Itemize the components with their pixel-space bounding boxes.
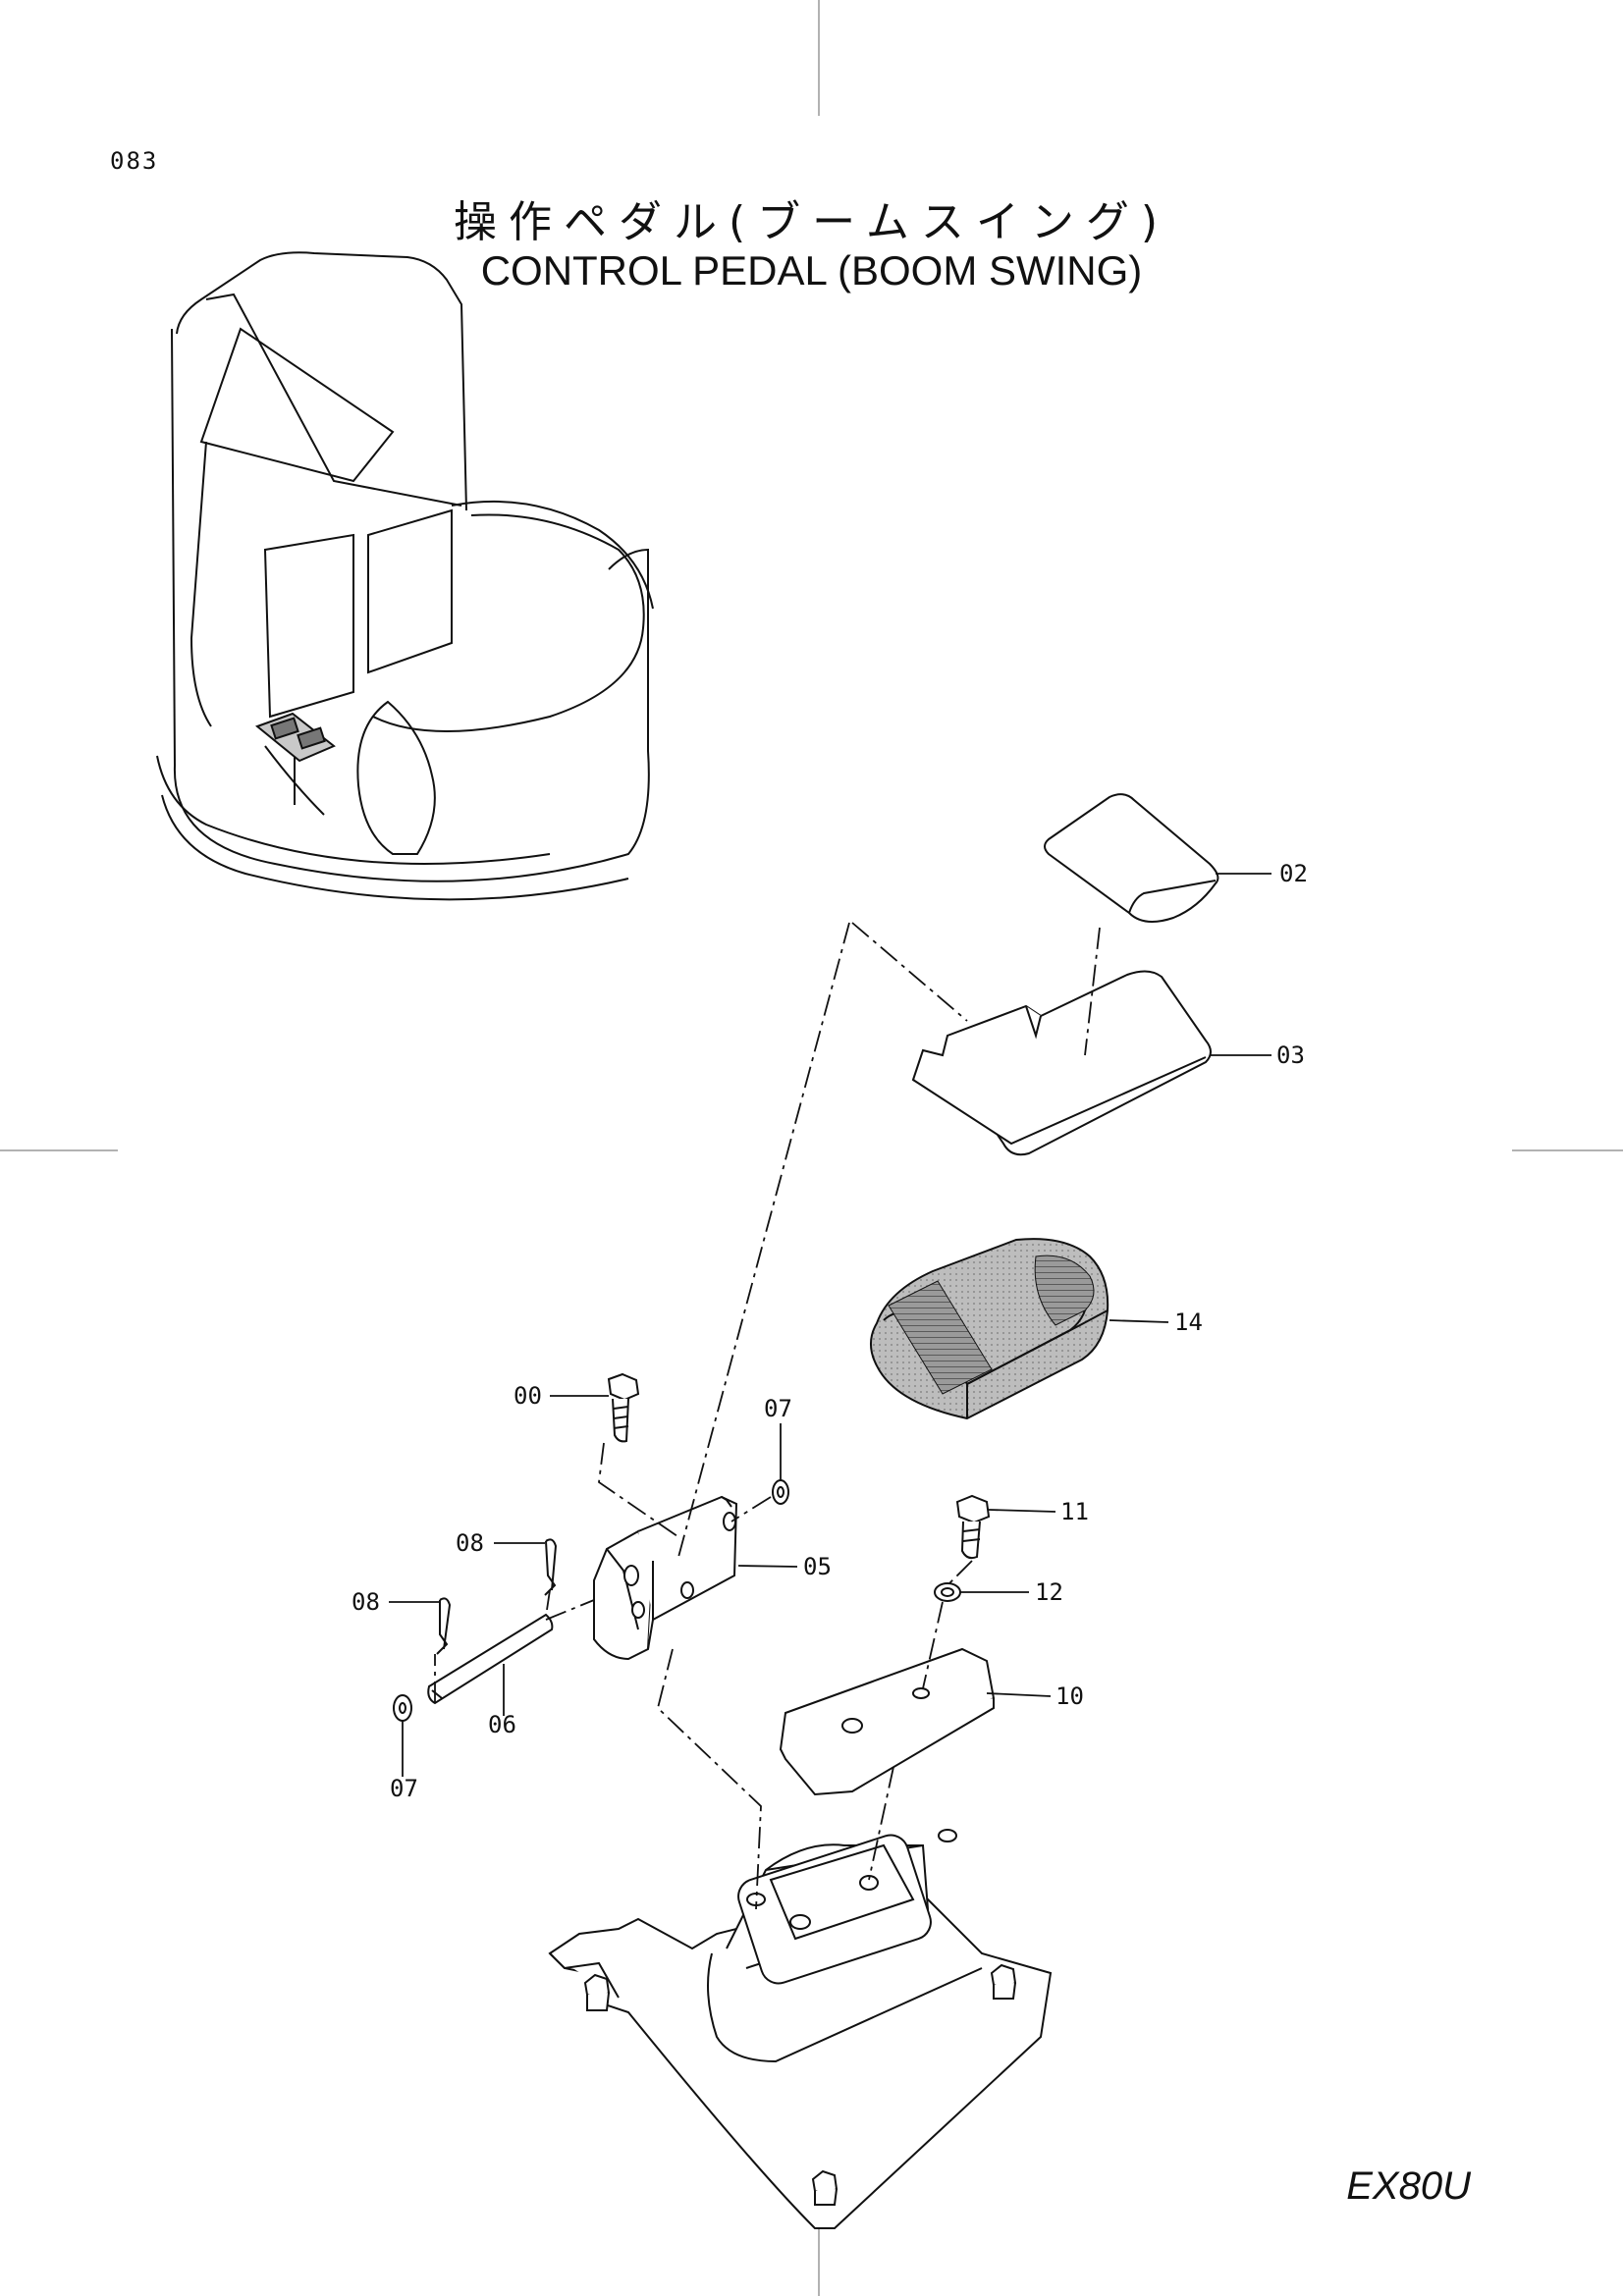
bolt	[955, 1494, 991, 1560]
callout-02: 02	[1279, 860, 1308, 887]
snap-pin	[544, 1538, 558, 1596]
page-number: 083	[110, 147, 159, 175]
pedal-pad	[1044, 793, 1219, 923]
washer	[934, 1582, 961, 1602]
title-japanese: 操作ペダル(ブームスイング)	[453, 197, 1169, 247]
callout-11: 11	[1060, 1498, 1089, 1525]
callout-10: 10	[1055, 1682, 1084, 1710]
callout-07-upper: 07	[764, 1395, 792, 1422]
callout-08-upper: 08	[456, 1529, 484, 1557]
rubber-cover	[870, 1238, 1109, 1420]
base-bolt	[811, 2169, 839, 2206]
excavator-overview	[156, 251, 654, 901]
callout-14: 14	[1174, 1308, 1203, 1336]
model-name: EX80U	[1346, 2164, 1471, 2208]
bolt	[607, 1372, 640, 1443]
title-english: CONTROL PEDAL (BOOM SWING)	[480, 247, 1143, 294]
snap-pin	[436, 1597, 452, 1655]
valve-base	[548, 1829, 1053, 2229]
callout-12: 12	[1035, 1578, 1063, 1606]
pedal-plate	[911, 970, 1212, 1156]
callout-00: 00	[514, 1382, 542, 1410]
base-bolt	[990, 1963, 1017, 2000]
bracket	[593, 1495, 738, 1661]
callout-06: 06	[488, 1711, 516, 1738]
base-bolt	[583, 1973, 611, 2011]
washer	[772, 1479, 789, 1505]
center-lines	[434, 922, 1101, 1910]
washer	[393, 1694, 412, 1722]
callout-08-lower: 08	[352, 1588, 380, 1616]
callout-07-lower: 07	[390, 1775, 418, 1802]
callout-03: 03	[1276, 1041, 1305, 1069]
plate	[779, 1647, 996, 1796]
callout-05: 05	[803, 1553, 832, 1580]
leader-lines	[389, 873, 1271, 1777]
